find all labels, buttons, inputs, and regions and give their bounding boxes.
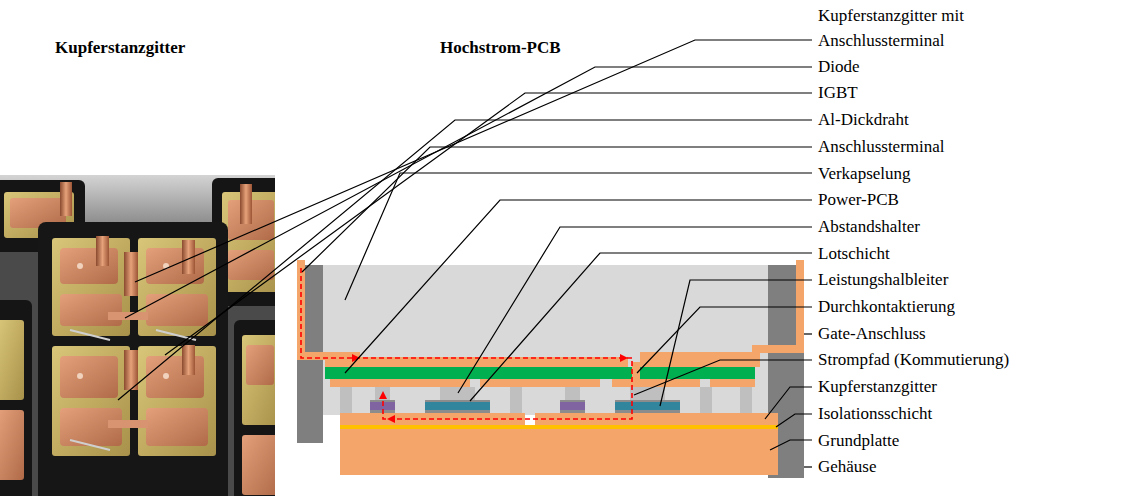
part-label: Gehäuse: [818, 457, 877, 477]
module-photo: [0, 175, 275, 496]
part-label: IGBT: [818, 83, 858, 103]
part-label: Power-PCB: [818, 190, 899, 210]
part-label: Anschlussterminal: [818, 137, 945, 157]
part-label: Kupferstanzgitter: [818, 377, 937, 397]
part-label: Lotschicht: [818, 244, 890, 264]
part-label: Gate-Anschluss: [818, 324, 926, 344]
panel-title: Hochstrom-PCB: [440, 38, 561, 58]
part-label: Verkapselung: [818, 164, 911, 184]
panel-title: Kupferstanzgitter: [55, 38, 185, 58]
part-label: Leistungshalbleiter: [818, 270, 948, 290]
cross-section: [297, 260, 804, 478]
part-label: Al-Dickdraht: [818, 110, 909, 130]
part-label: Strompfad (Kommutierung): [818, 350, 1009, 370]
part-label: Abstandshalter: [818, 217, 920, 237]
part-label: Diode: [818, 57, 860, 77]
leader-lines: [118, 40, 812, 467]
part-label: Isolationsschicht: [818, 404, 932, 424]
part-label: Grundplatte: [818, 431, 899, 451]
part-label: Durchkontaktierung: [818, 297, 955, 317]
part-label: Kupferstanzgitter mit Anschlussterminal: [818, 3, 1018, 53]
